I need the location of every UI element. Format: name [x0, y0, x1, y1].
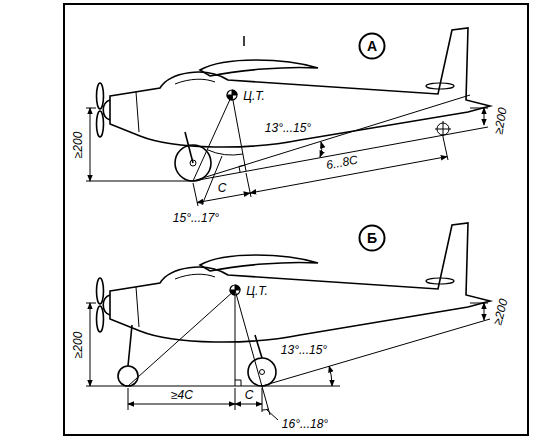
nose-wheel	[118, 366, 138, 386]
dimension-label: Ц.Т.	[242, 90, 266, 103]
fuselage	[97, 28, 491, 147]
dimension-label: ≥4С	[170, 389, 194, 402]
dimension-line	[235, 404, 262, 405]
axle	[190, 160, 196, 166]
extension-line	[193, 137, 448, 206]
dimension-line	[128, 404, 235, 405]
leader-line	[202, 156, 222, 205]
plane-b	[86, 223, 490, 420]
frame	[64, 4, 528, 435]
gear-strut	[185, 132, 193, 163]
dimension-label: ≥200	[491, 297, 511, 328]
dimension-line	[90, 108, 91, 181]
cg-line	[232, 95, 246, 171]
angle-arc	[329, 366, 332, 386]
right-angle	[239, 165, 245, 172]
dimension-label: ≥200	[72, 131, 85, 160]
extension-line	[128, 388, 262, 412]
panel-letter-text: Б	[367, 230, 377, 246]
panel-letter: Б	[358, 224, 386, 252]
dimension-line	[484, 108, 485, 125]
angle-arc	[207, 150, 243, 155]
ground-line	[86, 181, 193, 182]
dimension-line	[90, 303, 91, 386]
dimension-line	[484, 303, 485, 320]
right-angle	[235, 380, 241, 386]
reference-line	[193, 95, 470, 181]
extension-line	[86, 108, 96, 109]
letter-circle	[360, 226, 385, 251]
main-wheel	[175, 145, 211, 181]
plane-a	[86, 28, 490, 206]
fuselage	[97, 223, 491, 342]
nose-gear-strut	[128, 325, 132, 366]
main-wheel	[248, 358, 276, 386]
dimension-label: 16°...18°	[281, 418, 329, 431]
panel-letter: А	[358, 32, 386, 60]
cg-line	[235, 295, 236, 386]
dimension-label: 13°...15°	[264, 122, 312, 135]
gear-strut	[255, 335, 262, 358]
angle-arc	[320, 142, 322, 157]
panel-letter-text: А	[367, 38, 377, 54]
dimension-label: 13°...15°	[280, 344, 328, 357]
extension-line	[470, 303, 488, 304]
axle	[260, 370, 265, 375]
tick-mark	[243, 36, 245, 46]
cg-line	[193, 95, 232, 181]
dimension-label: С	[244, 389, 255, 402]
dimension-label: ≥200	[72, 331, 85, 360]
dimension-label: С	[217, 182, 228, 195]
dimension-label: ≥200	[492, 106, 510, 136]
letter-circle	[360, 34, 385, 59]
extension-line	[86, 303, 96, 304]
leader-line	[267, 410, 278, 420]
ground-line	[86, 386, 340, 387]
cg-line	[235, 290, 270, 415]
cg-line	[128, 290, 235, 386]
dimension-label: Ц.Т.	[245, 285, 269, 298]
reference-line	[262, 319, 490, 386]
dimension-label: 15°...17°	[172, 212, 220, 225]
extension-line	[470, 108, 488, 109]
